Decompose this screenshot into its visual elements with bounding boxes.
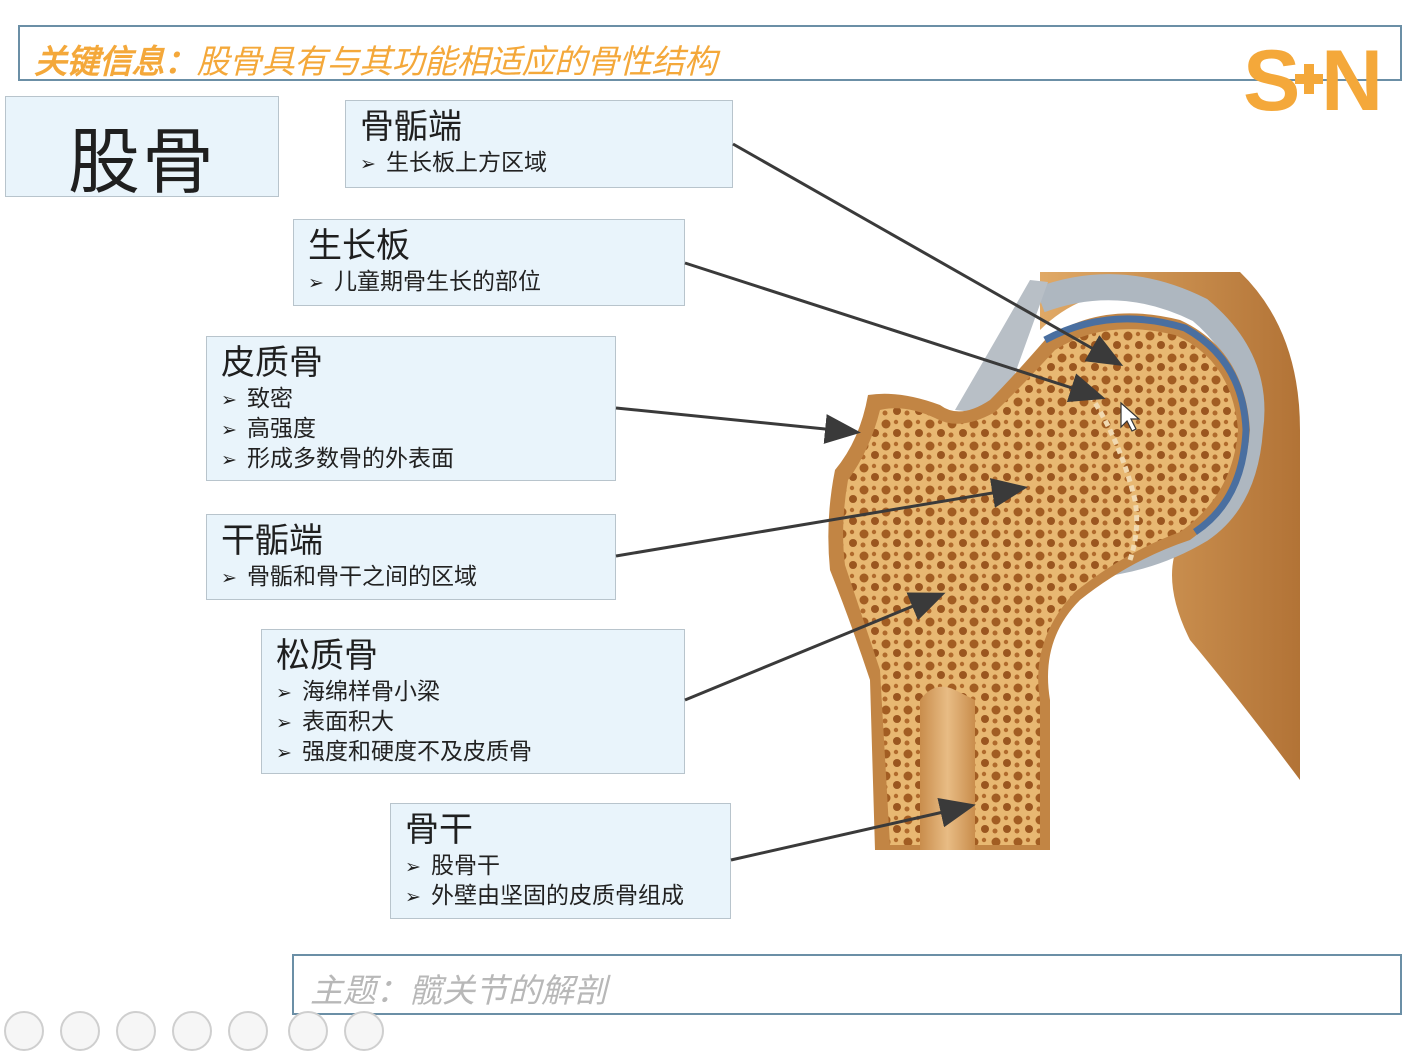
bullet-text: 表面积大 [302, 709, 394, 735]
mouse-cursor-icon [1120, 401, 1141, 432]
brand-logo: S N [1243, 38, 1383, 116]
bullet-arrow-icon: ➢ [405, 886, 421, 908]
pointer-cancellous-bone [684, 592, 946, 702]
pointer-cortical-bone [615, 406, 861, 444]
label-title: 骨干 [405, 810, 473, 850]
bullet-item: ➢ 形成多数骨的外表面 [221, 445, 615, 475]
bullet-item: ➢ 海绵样骨小梁 [276, 678, 684, 708]
zoom-button[interactable] [228, 1011, 268, 1051]
bullet-text: 强度和硬度不及皮质骨 [302, 739, 532, 765]
prev-slide-button[interactable] [4, 1011, 44, 1051]
label-title: 生长板 [308, 226, 410, 266]
bullet-arrow-icon: ➢ [276, 682, 292, 704]
pointer-diaphysis [730, 797, 976, 862]
main-title: 股骨 [67, 120, 216, 204]
bullet-item: ➢ 高强度 [221, 415, 615, 445]
bullet-text: 致密 [247, 386, 293, 412]
pointer-growth-plate [684, 261, 1106, 403]
bullet-arrow-icon: ➢ [308, 272, 324, 294]
label-diaphysis: 骨干 ➢ 股骨干 ➢ 外壁由坚固的皮质骨组成 [390, 803, 731, 919]
pointer-metaphysis [615, 478, 1028, 558]
label-cancellous-bone: 松质骨 ➢ 海绵样骨小梁 ➢ 表面积大 ➢ 强度和硬度不及皮质骨 [261, 629, 685, 774]
label-cortical-bone: 皮质骨 ➢ 致密 ➢ 高强度 ➢ 形成多数骨的外表面 [206, 336, 616, 481]
pointer-epiphysis [732, 142, 1124, 366]
label-title: 皮质骨 [221, 343, 323, 383]
bullet-arrow-icon: ➢ [221, 419, 237, 441]
bullet-text: 海绵样骨小梁 [302, 679, 440, 705]
footer-bar: 主题：髋关节的解剖 [292, 954, 1402, 1015]
slides-overview-button[interactable] [172, 1011, 212, 1051]
bullet-item: ➢ 外壁由坚固的皮质骨组成 [405, 882, 730, 912]
bullet-arrow-icon: ➢ [221, 567, 237, 589]
label-epiphysis: 骨骺端 ➢ 生长板上方区域 [345, 100, 733, 188]
bullet-text: 股骨干 [431, 853, 500, 879]
bullet-item: ➢ 骨骺和骨干之间的区域 [221, 563, 615, 593]
header-key-label: 关键信息： [34, 42, 197, 81]
label-growth-plate: 生长板 ➢ 儿童期骨生长的部位 [293, 219, 685, 306]
svg-text:N: N [1321, 38, 1383, 116]
main-title-box: 股骨 [5, 96, 279, 204]
bullet-text: 儿童期骨生长的部位 [334, 269, 541, 295]
bullet-arrow-icon: ➢ [221, 449, 237, 471]
bullet-item: ➢ 强度和硬度不及皮质骨 [276, 738, 684, 768]
bullet-item: ➢ 股骨干 [405, 852, 730, 882]
next-slide-button[interactable] [60, 1011, 100, 1051]
bullet-arrow-icon: ➢ [405, 856, 421, 878]
bullet-text: 高强度 [247, 416, 316, 442]
header-title: 关键信息：股骨具有与其功能相适应的骨性结构 [34, 35, 717, 83]
svg-text:S: S [1243, 38, 1300, 116]
pen-tool-button[interactable] [116, 1011, 156, 1051]
bullet-text: 外壁由坚固的皮质骨组成 [431, 883, 684, 909]
bullet-text: 骨骺和骨干之间的区域 [247, 564, 477, 590]
label-title: 骨骺端 [360, 107, 462, 147]
bullet-text: 形成多数骨的外表面 [247, 446, 454, 472]
header-title-text: 股骨具有与其功能相适应的骨性结构 [196, 42, 718, 81]
header-bar: 关键信息：股骨具有与其功能相适应的骨性结构 [18, 25, 1402, 81]
footer-topic: 主题：髋关节的解剖 [310, 971, 607, 1010]
label-metaphysis: 干骺端 ➢ 骨骺和骨干之间的区域 [206, 514, 616, 600]
bullet-arrow-icon: ➢ [360, 153, 376, 175]
bullet-item: ➢ 生长板上方区域 [360, 149, 732, 179]
bullet-text: 生长板上方区域 [386, 150, 547, 176]
screen-button[interactable] [288, 1011, 328, 1051]
bullet-arrow-icon: ➢ [276, 712, 292, 734]
label-title: 松质骨 [276, 636, 378, 676]
bullet-item: ➢ 表面积大 [276, 708, 684, 738]
more-options-button[interactable] [344, 1011, 384, 1051]
bullet-arrow-icon: ➢ [221, 389, 237, 411]
bullet-arrow-icon: ➢ [276, 742, 292, 764]
bullet-item: ➢ 致密 [221, 385, 615, 415]
bullet-item: ➢ 儿童期骨生长的部位 [308, 268, 684, 298]
label-title: 干骺端 [221, 521, 323, 561]
